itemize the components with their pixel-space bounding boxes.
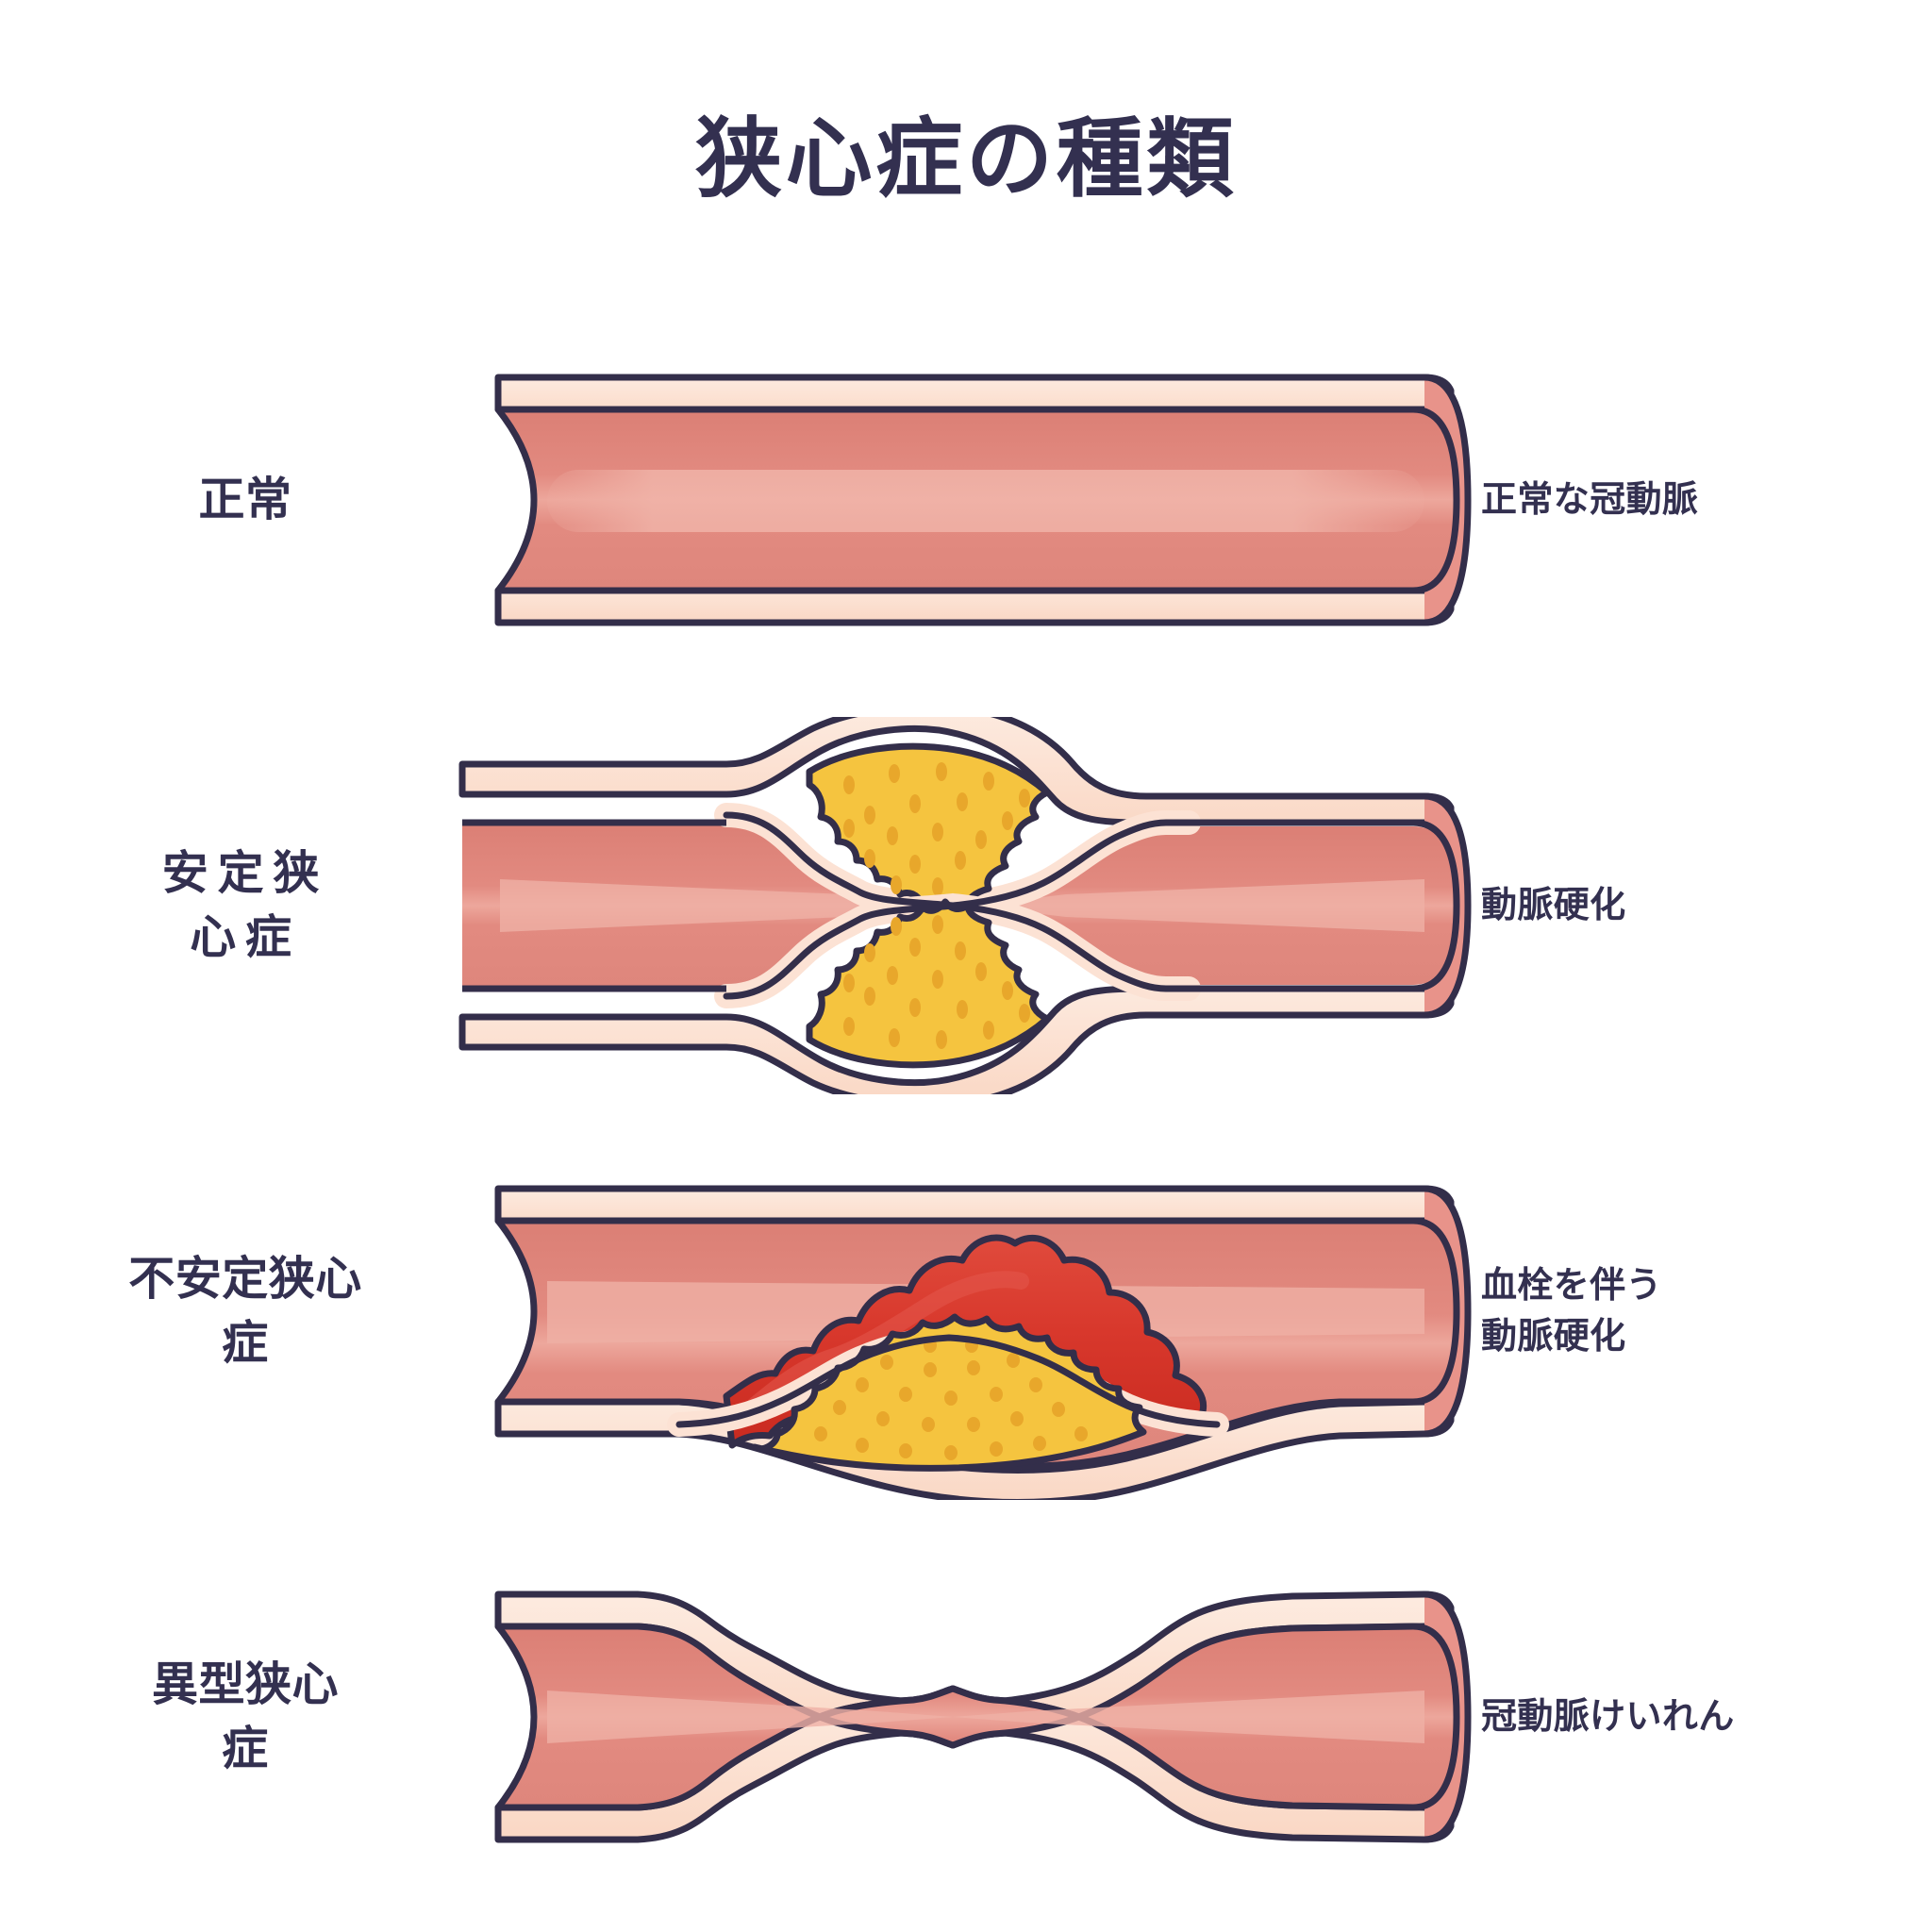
row-label-left-variant-line-1: 異型狭心 — [152, 1657, 339, 1712]
row-label-right-variant: 冠動脈けいれん — [1481, 1528, 1896, 1906]
thrombus-highlight — [746, 1271, 1029, 1414]
row-label-left-stable: 安定狭 心症 — [38, 717, 453, 1094]
lumen-highlight — [547, 1690, 1424, 1743]
vessel-illustration-normal — [443, 311, 1481, 689]
row-label-left-stable-line-2: 心症 — [190, 910, 301, 964]
row-variant-angina: 異型狭心 症 — [0, 1528, 1932, 1906]
row-label-left-unstable-line-1: 不安定狭心 — [128, 1252, 362, 1307]
row-label-right-unstable: 血栓を伴う 動脈硬化 — [1481, 1123, 1896, 1500]
lumen-highlight-left — [500, 879, 972, 932]
row-label-left-normal-line-1: 正常 — [198, 473, 292, 527]
row-label-right-normal: 正常な冠動脈 — [1481, 311, 1896, 689]
row-label-right-variant-line-1: 冠動脈けいれん — [1481, 1695, 1735, 1738]
row-label-right-unstable-line-2: 動脈硬化 — [1481, 1315, 1626, 1357]
intima-outline-top-right — [949, 819, 1192, 909]
vessel-illustration-stable — [443, 717, 1481, 1094]
lumen-edge-right — [1189, 819, 1460, 992]
plaque-bottom-speckles — [843, 915, 1030, 1049]
row-label-right-stable-line-1: 動脈硬化 — [1481, 884, 1626, 926]
row-label-left-normal: 正常 — [38, 311, 453, 689]
row-label-left-stable-line-1: 安定狭 — [161, 846, 329, 901]
row-label-right-unstable-line-1: 血栓を伴う — [1481, 1264, 1662, 1307]
lumen-highlight — [547, 470, 1424, 532]
row-label-right-stable: 動脈硬化 — [1481, 717, 1896, 1094]
row-stable-angina: 安定狭 心症 — [0, 717, 1932, 1094]
row-label-right-normal-line-1: 正常な冠動脈 — [1481, 478, 1699, 521]
lumen-highlight-right — [972, 879, 1424, 932]
row-unstable-angina: 不安定狭心 症 — [0, 1123, 1932, 1500]
row-label-left-variant-line-2: 症 — [222, 1722, 269, 1775]
vessel-illustration-variant — [443, 1528, 1481, 1906]
row-label-left-variant: 異型狭心 症 — [38, 1528, 453, 1906]
row-label-left-unstable-line-2: 症 — [222, 1316, 269, 1370]
intima-outline-top-left — [723, 811, 957, 909]
intima-outline — [675, 1334, 1221, 1428]
vessel-illustration-unstable — [443, 1123, 1481, 1500]
intima-outline-bottom-left — [723, 902, 957, 1000]
row-normal: 正常 — [0, 311, 1932, 689]
row-label-left-unstable: 不安定狭心 症 — [38, 1123, 453, 1500]
intima-outline-bottom-right — [949, 902, 1192, 992]
page-title: 狭心症の種類 — [694, 108, 1238, 209]
plaque-top-speckles — [843, 762, 1030, 896]
